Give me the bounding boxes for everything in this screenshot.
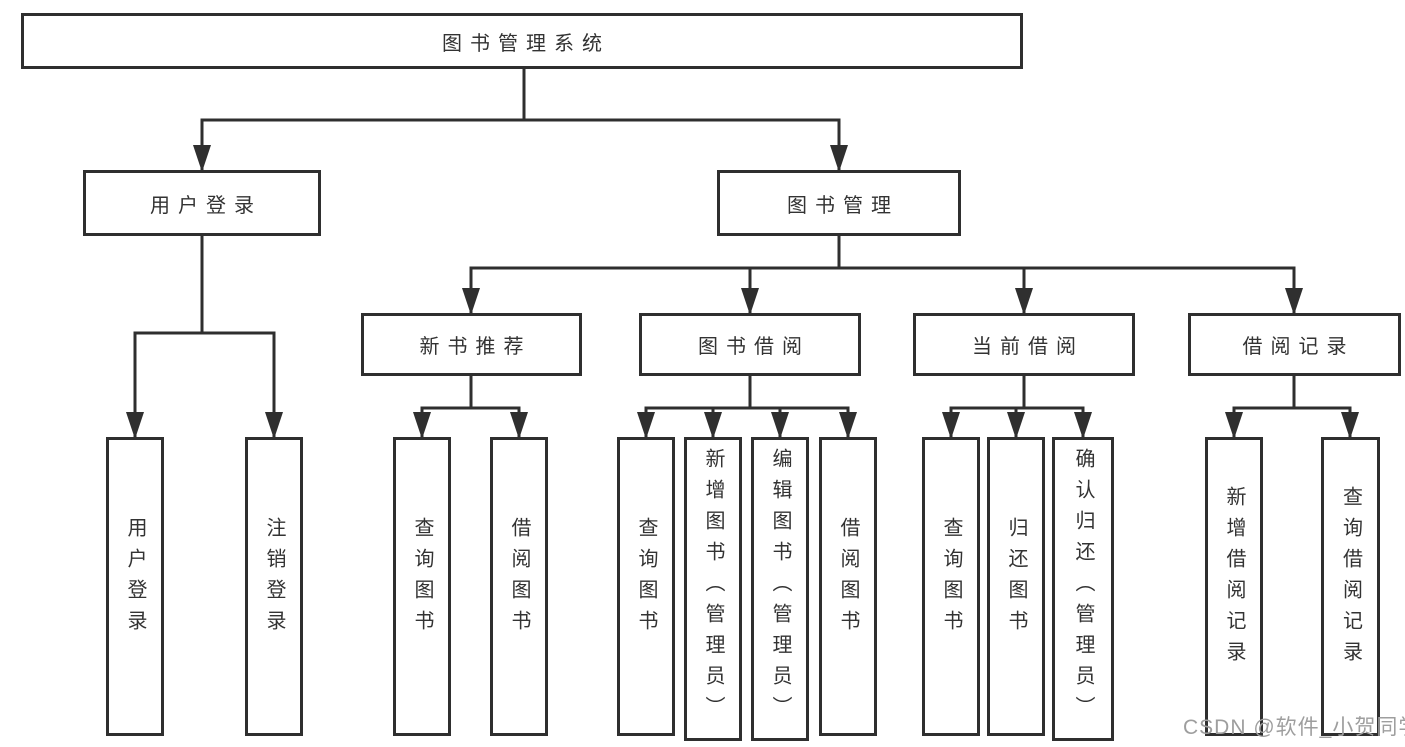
connector-recommend-to-leaves	[413, 376, 528, 439]
node-label: 确认归还（管理员）	[1072, 447, 1094, 727]
leaf-query-books-recommend: 查询图书	[393, 437, 451, 736]
node-user-login: 用户登录	[83, 170, 321, 236]
leaf-return-books: 归还图书	[987, 437, 1045, 736]
connector-userlogin-to-leaves	[126, 236, 283, 439]
leaf-confirm-return-admin: 确认归还（管理员）	[1052, 437, 1114, 741]
leaf-user-login: 用户登录	[106, 437, 164, 736]
node-label: 归还图书	[1005, 516, 1027, 641]
node-book-borrowing: 图书借阅	[639, 313, 861, 376]
connector-records-to-leaves	[1225, 376, 1359, 439]
node-current-borrowing: 当前借阅	[913, 313, 1135, 376]
leaf-borrow-books-borrowing: 借阅图书	[819, 437, 877, 736]
node-label: 编辑图书（管理员）	[769, 447, 791, 727]
node-label: 新增图书（管理员）	[702, 447, 724, 727]
node-label: 新增借阅记录	[1223, 485, 1245, 672]
node-label: 查询借阅记录	[1339, 485, 1362, 672]
csdn-watermark: CSDN @软件_小贺同学	[1183, 716, 1405, 739]
node-label: 查询图书	[411, 516, 433, 641]
leaf-add-borrow-record: 新增借阅记录	[1205, 437, 1263, 736]
node-label: 用户登录	[124, 516, 146, 641]
connector-root-to-level2	[193, 69, 848, 172]
node-label: 注销登录	[263, 516, 285, 641]
node-label: 查询图书	[940, 516, 962, 641]
leaf-borrow-books-recommend: 借阅图书	[490, 437, 548, 736]
node-new-book-recommend: 新书推荐	[361, 313, 582, 376]
node-book-management: 图书管理	[717, 170, 961, 236]
leaf-query-books-borrowing: 查询图书	[617, 437, 675, 736]
node-root-library-system: 图书管理系统	[21, 13, 1023, 69]
leaf-add-books-admin: 新增图书（管理员）	[684, 437, 742, 741]
node-borrow-records: 借阅记录	[1188, 313, 1401, 376]
leaf-edit-books-admin: 编辑图书（管理员）	[751, 437, 809, 741]
leaf-query-borrow-record: 查询借阅记录	[1321, 437, 1380, 736]
connector-bookmgmt-to-level3	[462, 236, 1303, 315]
connector-borrow-to-leaves	[637, 376, 857, 439]
leaf-logout: 注销登录	[245, 437, 303, 736]
node-label: 查询图书	[635, 516, 657, 641]
connector-current-to-leaves	[942, 376, 1092, 439]
node-label: 借阅图书	[837, 516, 859, 641]
node-label: 借阅图书	[508, 516, 530, 641]
leaf-query-books-current: 查询图书	[922, 437, 980, 736]
